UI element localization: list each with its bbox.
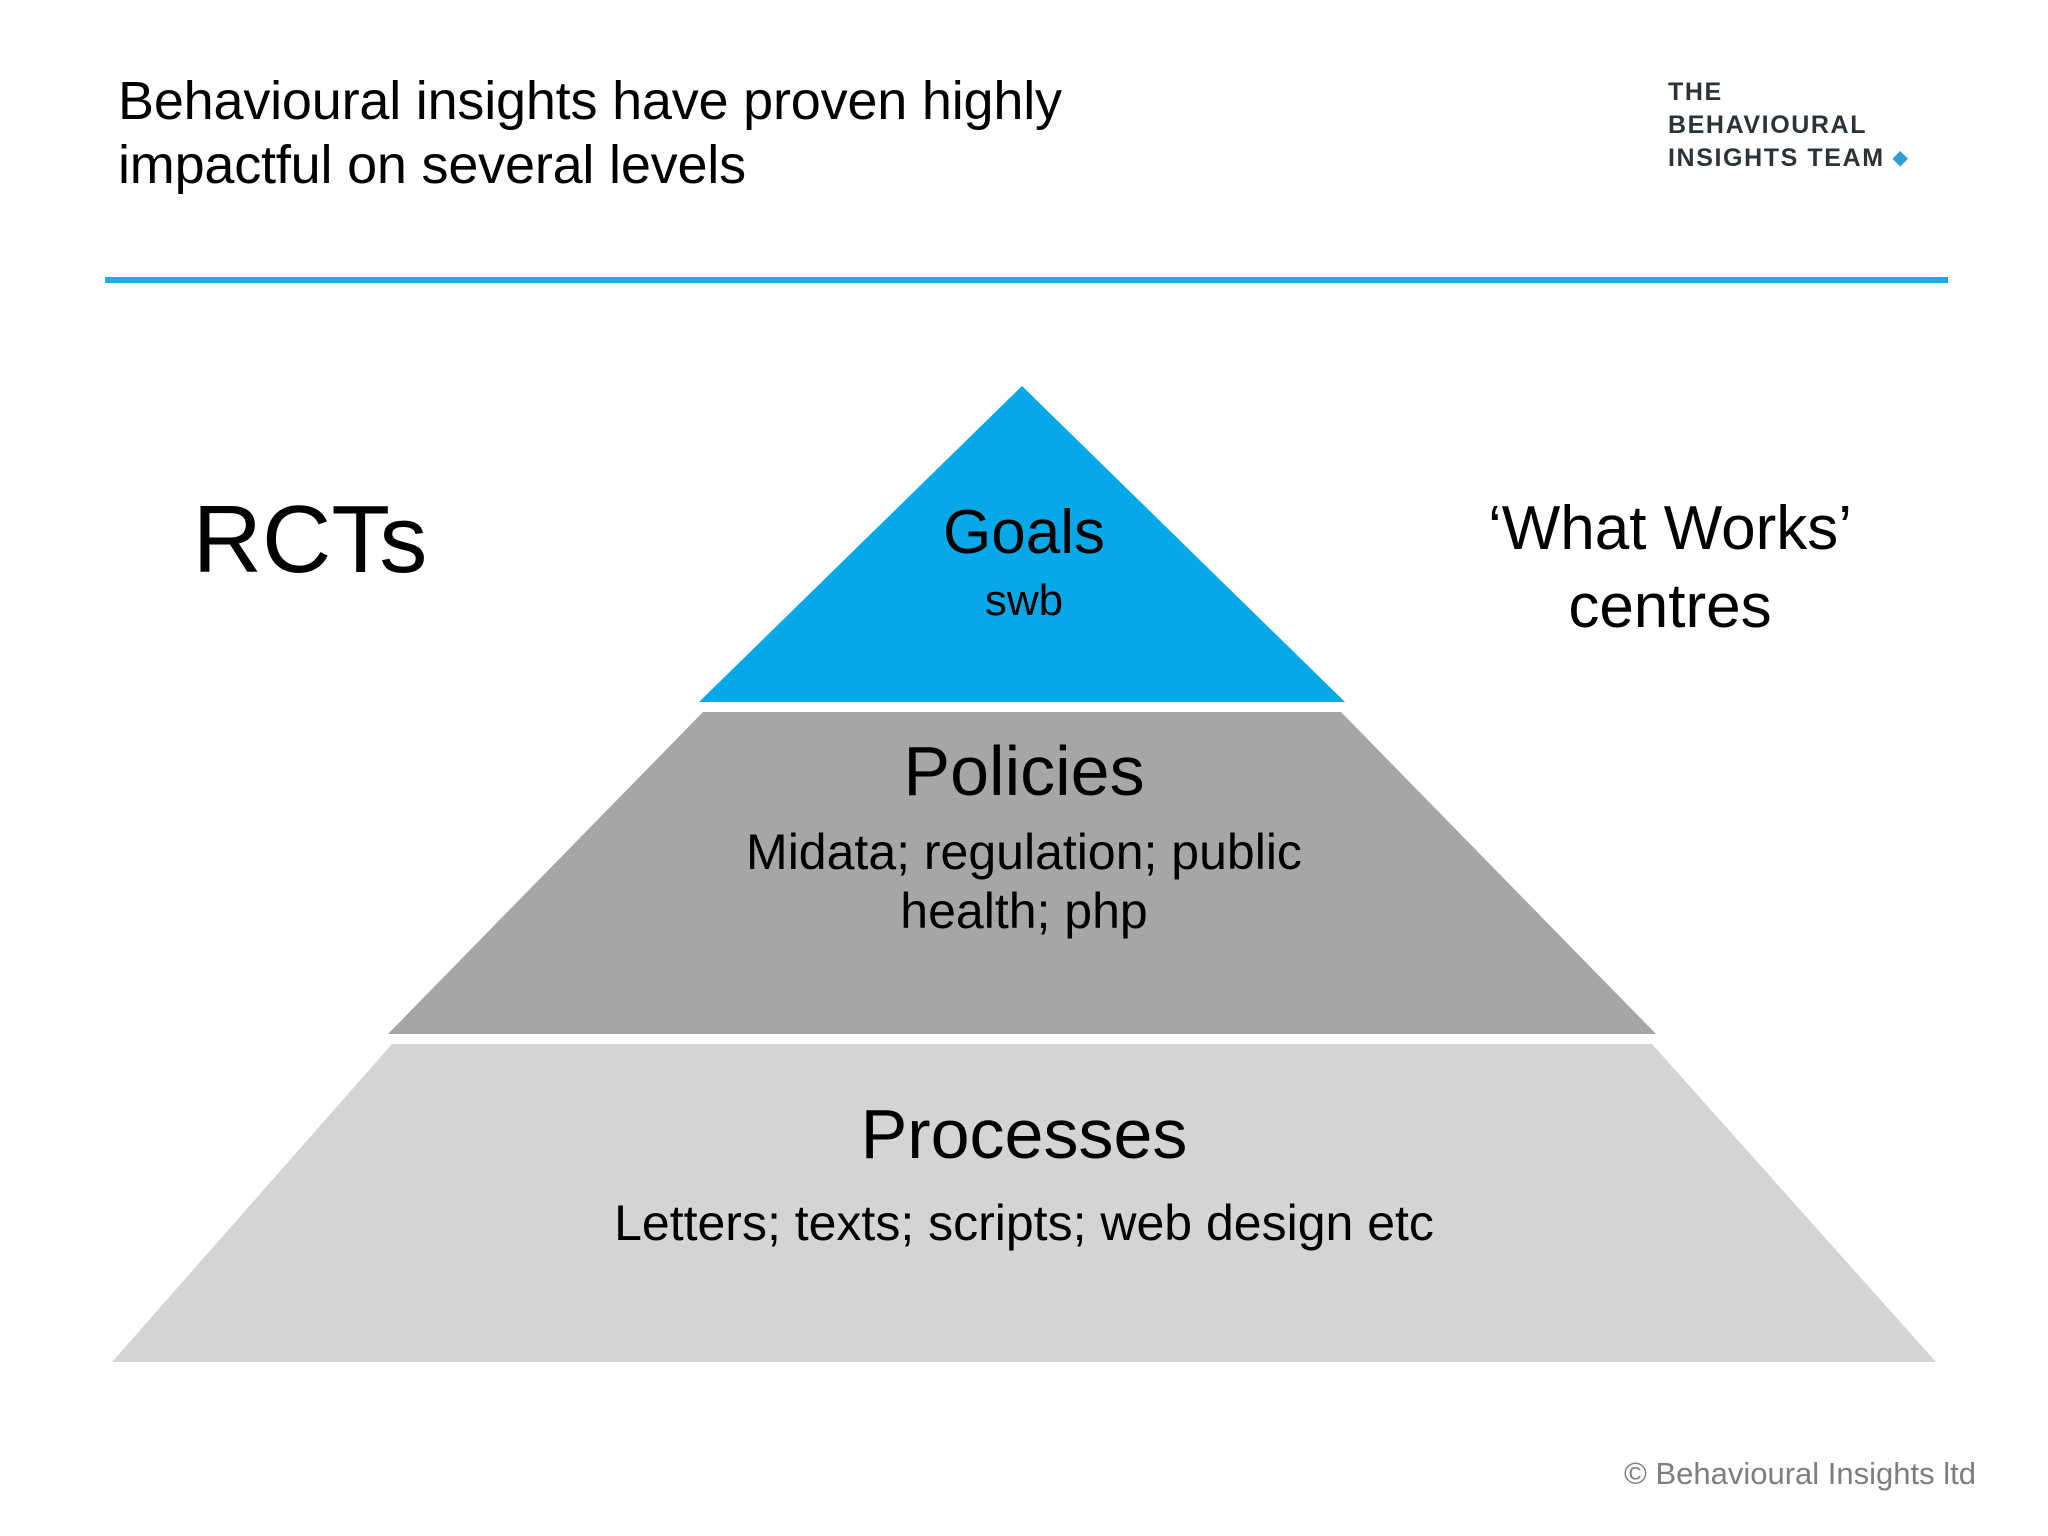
footer-copyright: © Behavioural Insights ltd bbox=[1624, 1456, 1976, 1491]
page-title-line-1: Behavioural insights have proven highly bbox=[118, 71, 1062, 131]
pyramid-label-goals: Goals swb bbox=[724, 500, 1324, 628]
brand-logo-line-3: INSIGHTS TEAM bbox=[1668, 142, 1968, 175]
pyramid-label-processes-subtitle: Letters; texts; scripts; web design etc bbox=[614, 1194, 1434, 1251]
pyramid-label-policies: Policies Midata; regulation; public heal… bbox=[574, 732, 1474, 941]
diamond-dot-icon bbox=[1892, 150, 1908, 167]
pyramid-label-policies-subtitle: Midata; regulation; public health; php bbox=[574, 823, 1474, 941]
brand-logo-line-3-text: INSIGHTS TEAM bbox=[1668, 144, 1885, 172]
header-divider bbox=[105, 277, 1948, 283]
annotation-what-works-line-1: ‘What Works’ bbox=[1487, 494, 1852, 563]
annotation-rcts: RCTs bbox=[192, 486, 428, 593]
pyramid-label-goals-subtitle: swb bbox=[984, 576, 1064, 626]
page-title-line-2: impactful on several levels bbox=[118, 134, 746, 195]
annotation-what-works-centres: ‘What Works’ centres bbox=[1380, 490, 1960, 645]
pyramid-label-processes: Processes Letters; texts; scripts; web d… bbox=[424, 1095, 1624, 1253]
annotation-what-works-line-2: centres bbox=[1568, 571, 1772, 641]
brand-logo: THE BEHAVIOURAL INSIGHTS TEAM bbox=[1668, 76, 1968, 175]
brand-logo-line-1: THE bbox=[1668, 78, 1723, 106]
pyramid-label-goals-title: Goals bbox=[943, 498, 1105, 567]
pyramid-label-processes-title: Processes bbox=[860, 1095, 1188, 1173]
page-title: Behavioural insights have proven highly … bbox=[118, 70, 1418, 197]
pyramid-label-policies-subtitle-line-2: health; php bbox=[900, 882, 1148, 939]
brand-logo-line-2: BEHAVIOURAL bbox=[1668, 111, 1868, 139]
pyramid-label-policies-subtitle-line-1: Midata; regulation; public bbox=[746, 823, 1302, 880]
pyramid-label-policies-title: Policies bbox=[903, 732, 1145, 810]
